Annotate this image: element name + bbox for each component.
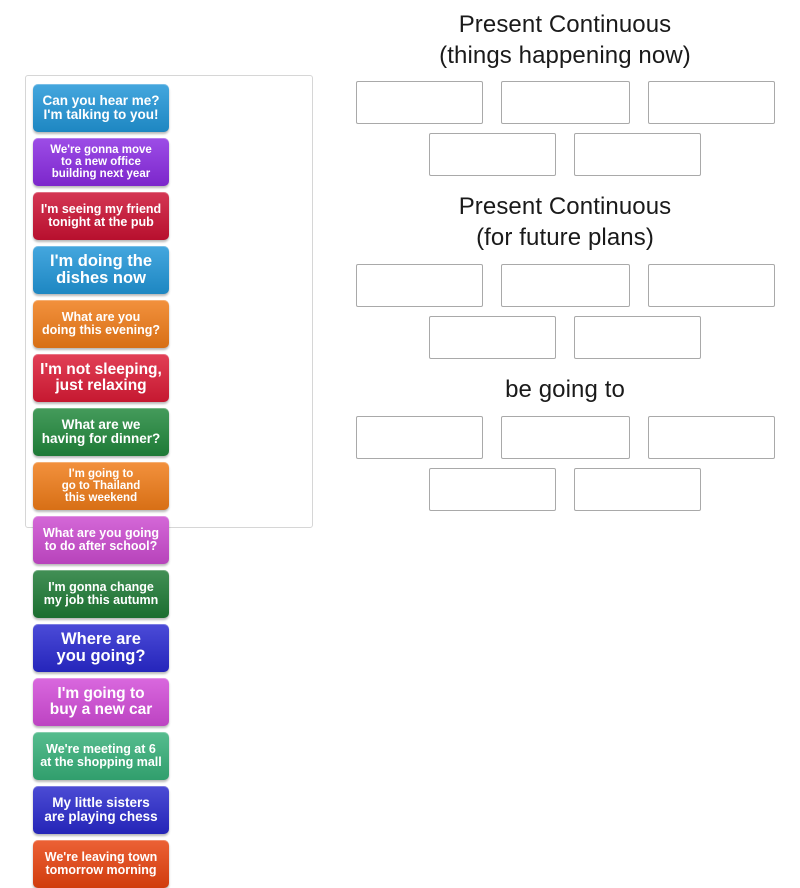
drop-slot[interactable] (429, 315, 556, 359)
drop-slot[interactable] (647, 415, 775, 459)
drop-slot[interactable] (355, 81, 483, 125)
word-tile[interactable]: I'm not sleeping,just relaxing (33, 354, 169, 402)
answer-group-title: be going to (340, 375, 790, 406)
word-tile-line: I'm going to (57, 684, 145, 702)
drop-slot[interactable] (429, 467, 556, 511)
word-tile-line: I'm going to (68, 467, 134, 480)
word-tile-line: I'm gonna change (48, 579, 154, 594)
word-tile-line: tomorrow morning (45, 863, 157, 877)
word-tile-line: What are you (61, 309, 141, 324)
word-tile-line: I'm seeing my friend (40, 201, 162, 216)
answer-group-title-line2: (things happening now) (439, 41, 691, 69)
word-tile-line: We're gonna move (50, 143, 152, 156)
drop-slot[interactable] (500, 263, 630, 307)
drop-slot-row (340, 133, 790, 177)
drop-slot[interactable] (429, 133, 556, 177)
word-tile-line: We're meeting at 6 (46, 741, 156, 756)
drop-slot-row (340, 315, 790, 359)
drop-slot[interactable] (355, 263, 483, 307)
word-tile-line: We're leaving town (44, 849, 158, 864)
drop-slot-row (340, 467, 790, 511)
word-tile-line: having for dinner? (41, 431, 161, 446)
word-tile-line: My little sisters (52, 794, 150, 810)
answer-group: Present Continuous (things happening now) (340, 10, 790, 177)
word-tile-label: I'm not sleeping,just relaxing (40, 360, 162, 395)
tile-grid: Can you hear me?I'm talking to you! We're… (30, 81, 308, 888)
word-tile-line: at the shopping mall (40, 755, 162, 769)
answer-group-title-line1: Present Continuous (458, 11, 672, 38)
answer-group-title-line1: Present Continuous (458, 193, 672, 221)
drop-slot[interactable] (500, 81, 630, 125)
answer-area: Present Continuous (things happening now)… (340, 10, 790, 590)
drop-slot[interactable] (574, 133, 701, 177)
drop-slot-row (340, 263, 790, 307)
word-tile-line: just relaxing (55, 377, 147, 394)
word-tile-line: are playing chess (44, 809, 158, 824)
drop-slot[interactable] (574, 467, 701, 511)
word-tile-line: I'm doing the (50, 251, 152, 270)
drop-slot[interactable] (500, 415, 630, 459)
word-tile-line: you going? (56, 647, 146, 665)
answer-group: Present Continuous (for future plans) (340, 192, 790, 359)
drop-slot[interactable] (574, 315, 701, 359)
drop-slot-row (340, 81, 790, 125)
word-tile-line: What are we (61, 416, 141, 432)
tile-tray: Can you hear me?I'm talking to you! We're… (25, 75, 313, 888)
word-tile-label: Can you hear me?I'm talking to you! (42, 92, 160, 123)
word-tile-line: I'm not sleeping, (40, 360, 162, 378)
answer-group-title: Present Continuous (for future plans) (340, 192, 790, 253)
word-tile-line: I'm talking to you! (43, 107, 159, 122)
word-tile-line: dishes now (56, 269, 146, 287)
answer-group-title-line2: (for future plans) (476, 224, 654, 252)
drop-slot-row (340, 415, 790, 459)
drop-slot[interactable] (647, 263, 775, 307)
answer-group-title-line1: be going to (505, 375, 625, 403)
answer-group-title: Present Continuous (things happening now) (340, 10, 790, 71)
word-tile-line: What are you going (43, 525, 159, 540)
word-tile-line: to do after school? (44, 539, 158, 553)
word-tile-line: to a new office (61, 155, 141, 168)
word-tile-line: my job this autumn (43, 593, 159, 607)
word-tile-line: go to Thailand (61, 479, 141, 492)
word-tile-line: buy a new car (49, 701, 153, 718)
word-tile[interactable]: Can you hear me?I'm talking to you! (33, 84, 169, 132)
word-tile-line: Can you hear me? (42, 92, 160, 108)
word-tile-line: building next year (51, 168, 151, 181)
word-tile-line: Where are (61, 629, 141, 648)
word-tile-line: this weekend (64, 492, 138, 505)
drop-slot[interactable] (647, 81, 775, 125)
word-tile-line: doing this evening? (41, 323, 161, 337)
answer-group: be going to (340, 375, 790, 511)
word-tile-line: tonight at the pub (48, 215, 154, 229)
drop-slot[interactable] (355, 415, 483, 459)
